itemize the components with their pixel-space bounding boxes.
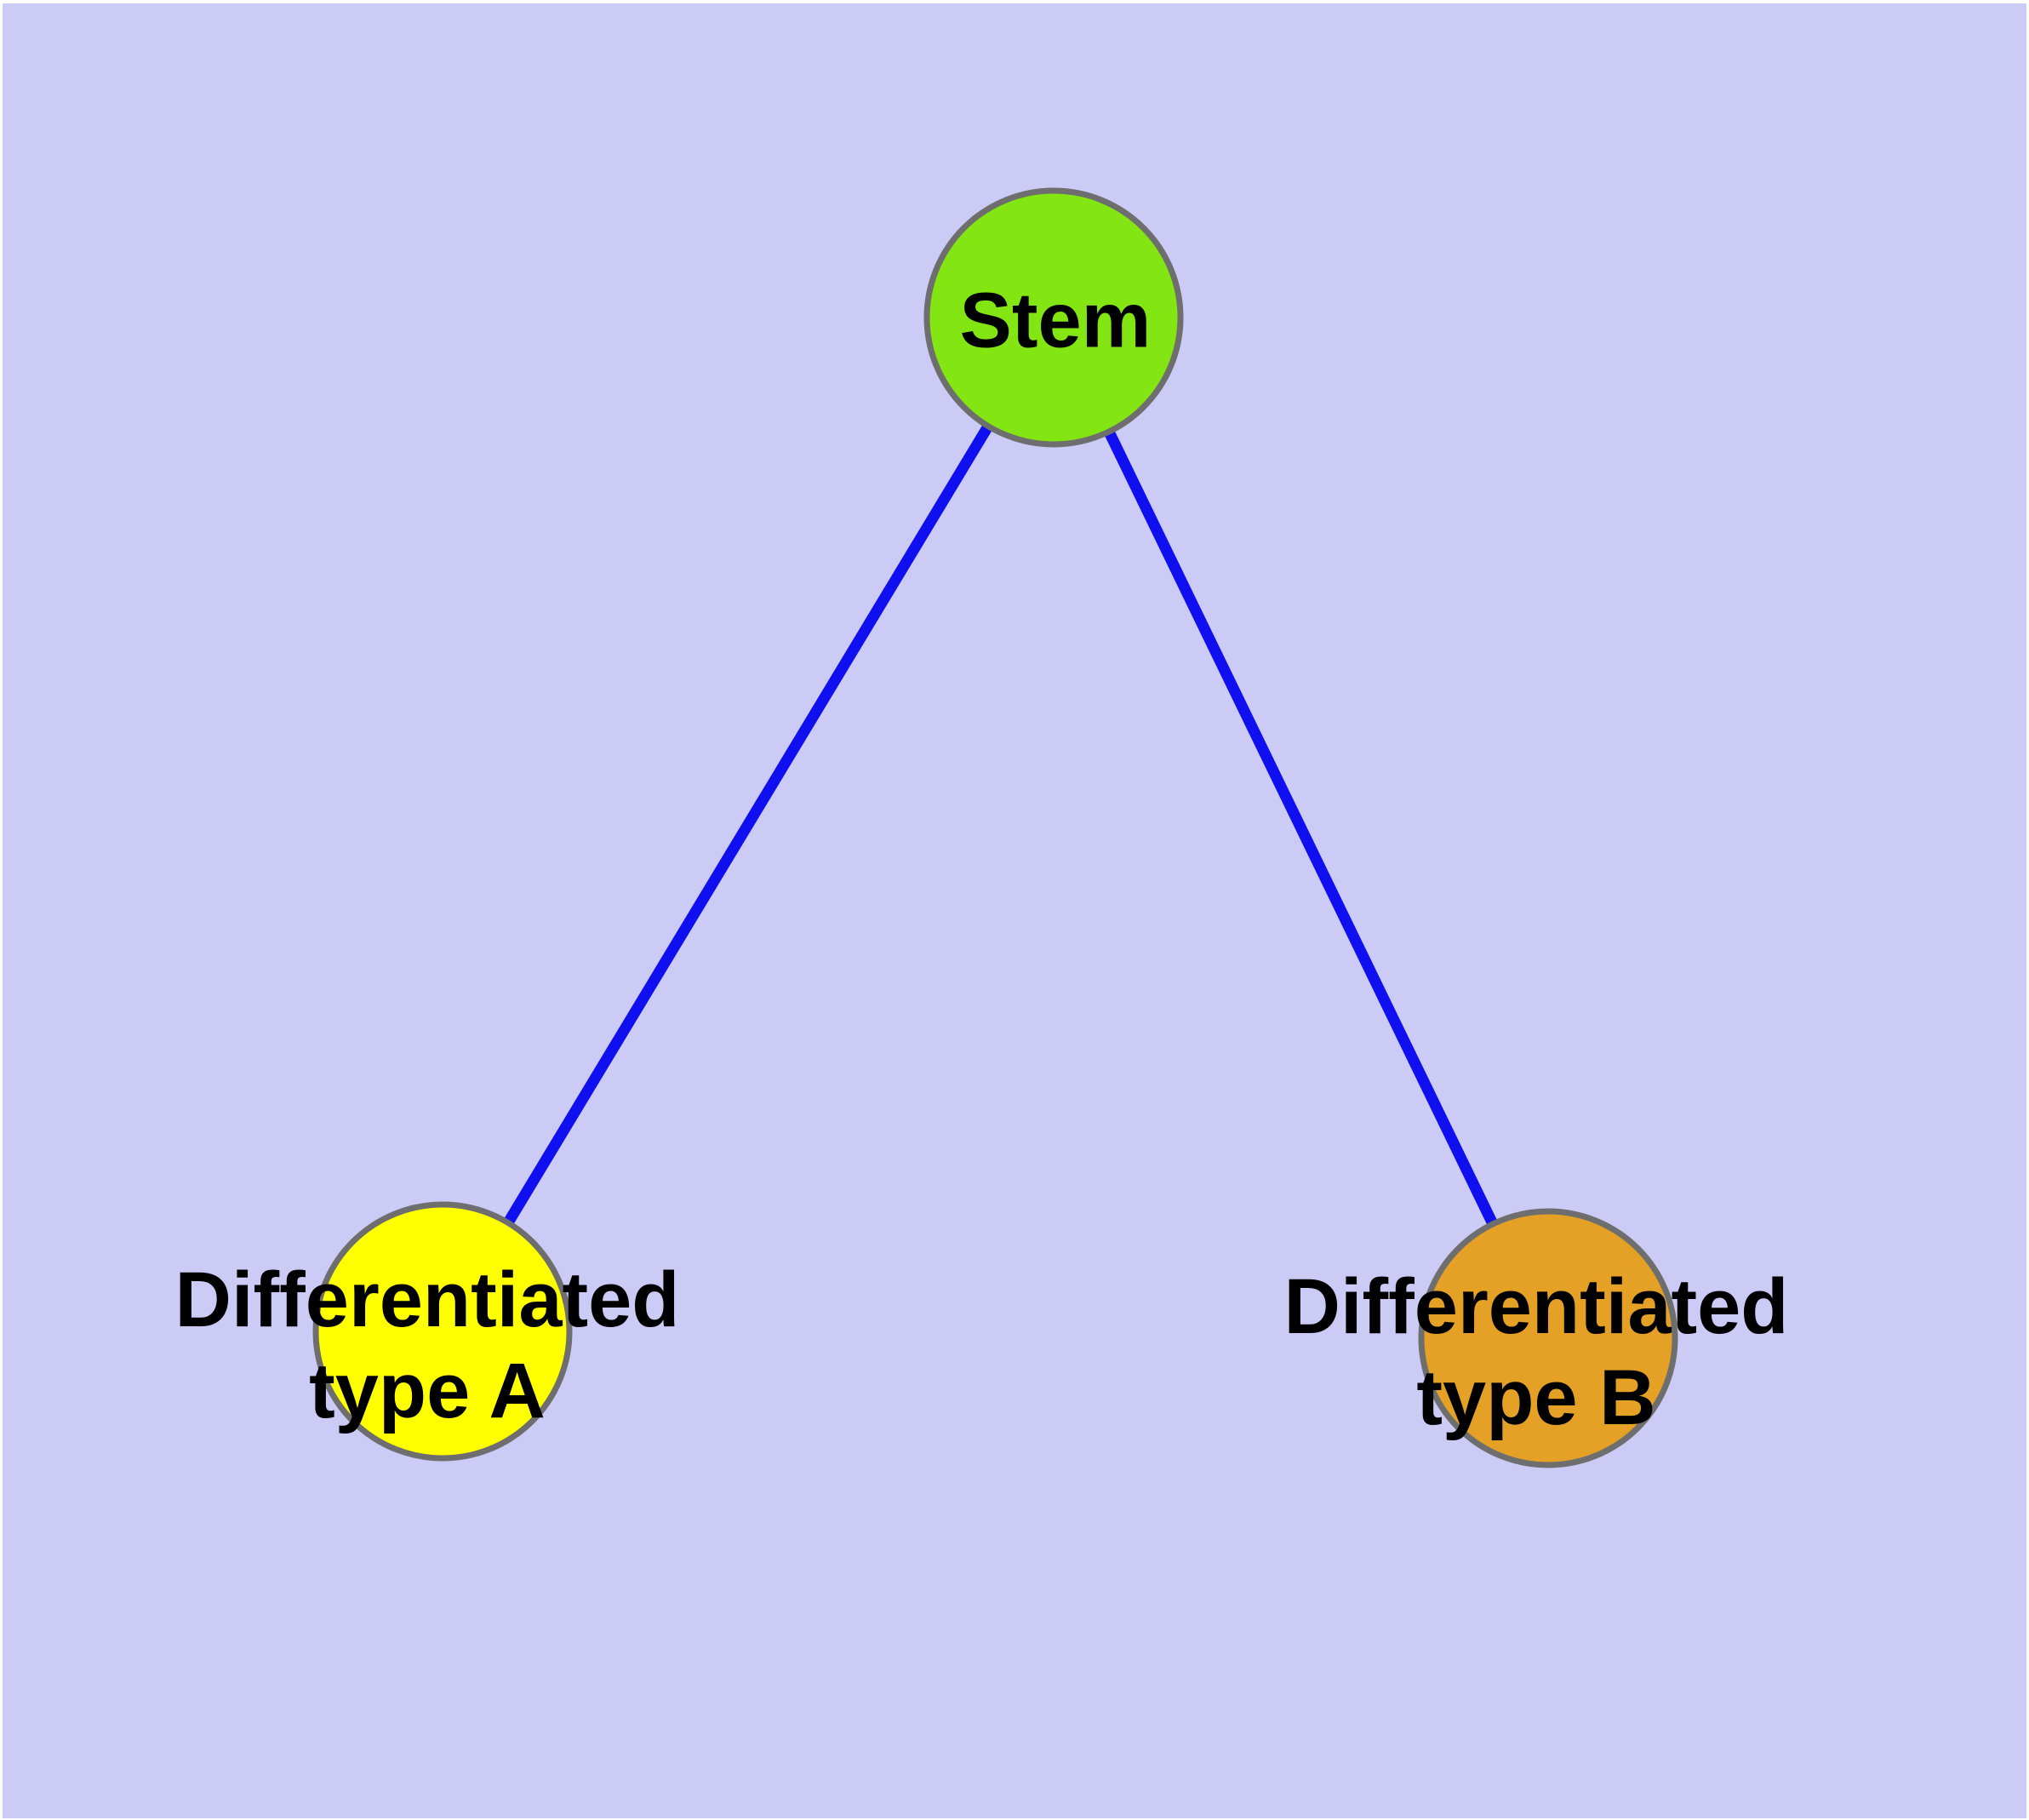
edge-stem-to-type-b (1049, 315, 1553, 1341)
edge-stem-to-type-a (437, 314, 1059, 1335)
diagram-canvas: Stem Differentiated type A Differentiate… (3, 3, 2026, 1818)
node-type-a-circle (312, 1201, 573, 1462)
graph-svg (312, 187, 1678, 1468)
node-stem-circle (923, 187, 1184, 448)
node-type-b-circle (1418, 1208, 1678, 1468)
